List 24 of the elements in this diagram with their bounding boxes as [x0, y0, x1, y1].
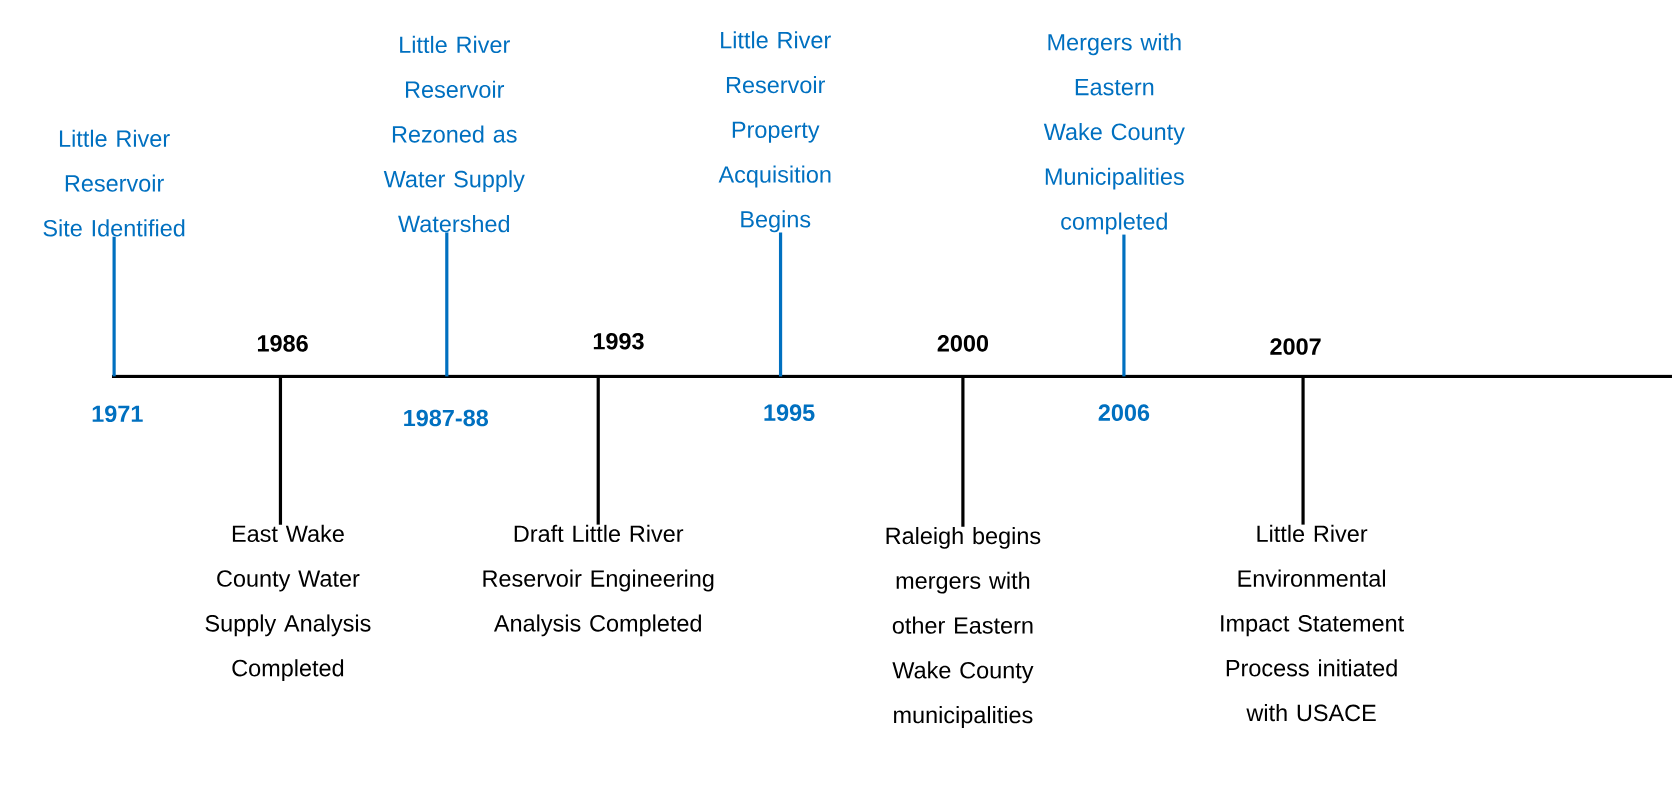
event-text: East Wake County Water Supply Analysis Completed — [205, 524, 371, 682]
event-text: Little River Reservoir Site Identified — [43, 129, 185, 237]
year-label: 2006 — [1098, 404, 1150, 422]
tick-line — [1301, 376, 1305, 525]
event-text: Draft Little River Reservoir Engineering Analysis Completed — [483, 524, 714, 637]
year-label: 2000 — [937, 335, 989, 352]
event-text: Mergers with Eastern Wake County Municipalities completed — [1043, 33, 1185, 235]
year-label: 1971 — [92, 405, 143, 423]
tick-line — [1122, 234, 1126, 377]
tick-line — [278, 376, 283, 525]
event-text: Little River Environmental Impact Statement Process initiated with USACE — [1221, 524, 1404, 722]
tick-line — [961, 376, 965, 527]
tick-line — [445, 232, 449, 377]
tick-line — [778, 232, 783, 377]
year-label: 1993 — [593, 333, 644, 350]
event-text: Little River Reservoir Property Acquisition Begins — [718, 31, 831, 233]
tick-line — [112, 236, 116, 377]
year-label: 2007 — [1270, 338, 1321, 355]
tick-line — [596, 376, 600, 525]
year-label: 1986 — [257, 335, 308, 352]
event-text: Raleigh begins mergers with other Eastern Wake County municipalities — [886, 527, 1041, 729]
event-text: Little River Reservoir Rezoned as Water Supply Watershed — [383, 35, 525, 233]
year-label: 1987-88 — [404, 409, 489, 427]
year-label: 1995 — [764, 404, 815, 422]
